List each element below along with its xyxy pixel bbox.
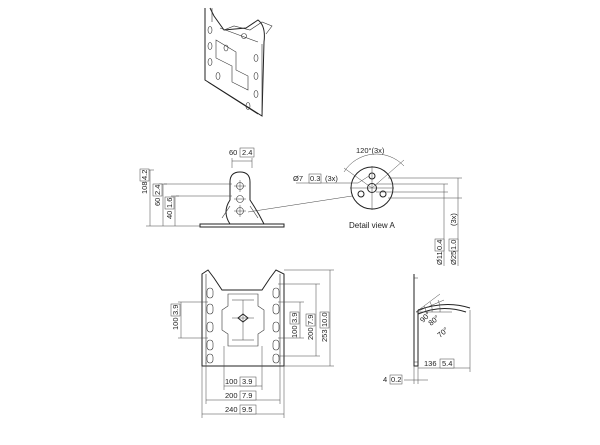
side-height-inch: 4.2 — [140, 170, 149, 180]
detail-dia-suffix: (3x) — [449, 213, 458, 226]
detail-dia-small-mm: Ø11 — [435, 251, 444, 265]
front-left-inch: 3.9 — [171, 305, 180, 315]
front-right3-inch: 10.0 — [320, 312, 329, 327]
side-height2-inch: 2.4 — [153, 185, 162, 195]
side-height2-box — [152, 183, 163, 197]
side-height2-mm: 60 — [153, 198, 162, 206]
front-right2-mm: 200 — [306, 327, 315, 340]
side-width-mm: 60 — [229, 148, 237, 157]
detail-dia-large-mm: Ø25 — [449, 251, 458, 265]
front-bottom2-inch: 7.9 — [242, 391, 252, 400]
side-height-box — [139, 168, 150, 182]
front-bottom1-inch: 3.9 — [242, 377, 252, 386]
detail-hole-inch: 0.3 — [310, 174, 320, 183]
front-right1-mm: 100 — [290, 325, 299, 338]
front-bottom3-box — [239, 404, 257, 415]
front-right2-inch: 7.9 — [306, 315, 315, 325]
detail-dia-small-box — [434, 238, 445, 252]
front-view: 100 3.9 100 3.9 200 7.9 253 10.0 100 3.9… — [170, 269, 334, 418]
front-bottom1-box — [239, 376, 257, 387]
profile-angle-70: 70° — [436, 325, 450, 339]
detail-label: Detail view A — [349, 221, 395, 230]
detail-dia-large-box — [448, 238, 459, 252]
front-right2-box — [305, 313, 316, 327]
profile-thickness-mm: 4 — [383, 375, 387, 384]
front-left-mm: 100 — [171, 317, 180, 330]
profile-depth-box — [439, 358, 455, 369]
front-bottom1-mm: 100 — [225, 377, 238, 386]
side-width-box — [239, 147, 255, 158]
side-height3-box — [164, 196, 175, 210]
front-right1-inch: 3.9 — [290, 313, 299, 323]
front-right3-box — [319, 311, 330, 329]
front-bottom2-box — [239, 390, 257, 401]
profile-thickness-inch: 0.2 — [391, 375, 401, 384]
isometric-view — [204, 7, 273, 117]
detail-view-a: 120°(3x) Ø7 0.3 (3x) Detail view A Ø11 0… — [293, 146, 462, 266]
side-view: 60 2.4 108 4.2 60 2.4 40 1.6 — [139, 147, 353, 228]
profile-thickness-box — [389, 374, 403, 385]
side-height3-inch: 1.6 — [165, 198, 174, 208]
detail-dia-small-inch: 0.4 — [435, 240, 444, 250]
detail-dia-large-inch: 1.0 — [449, 240, 458, 250]
profile-depth-mm: 136 — [424, 359, 437, 368]
front-left-box — [170, 303, 181, 317]
detail-hole-box — [308, 173, 322, 184]
front-bottom2-mm: 200 — [225, 391, 238, 400]
profile-depth-inch: 5.4 — [442, 359, 452, 368]
side-height3-mm: 40 — [165, 211, 174, 219]
side-height-mm: 108 — [140, 181, 149, 194]
front-right1-box — [289, 311, 300, 325]
detail-angle-label: 120°(3x) — [356, 146, 385, 155]
front-bottom3-mm: 240 — [225, 405, 238, 414]
front-bottom3-inch: 9.5 — [242, 405, 252, 414]
profile-view: 90° 80° 70° 4 0.2 136 5.4 — [383, 274, 471, 385]
front-right3-mm: 253 — [320, 329, 329, 342]
detail-hole-prefix: Ø7 — [293, 174, 303, 183]
side-width-inch: 2.4 — [242, 148, 252, 157]
detail-hole-suffix: (3x) — [325, 174, 338, 183]
